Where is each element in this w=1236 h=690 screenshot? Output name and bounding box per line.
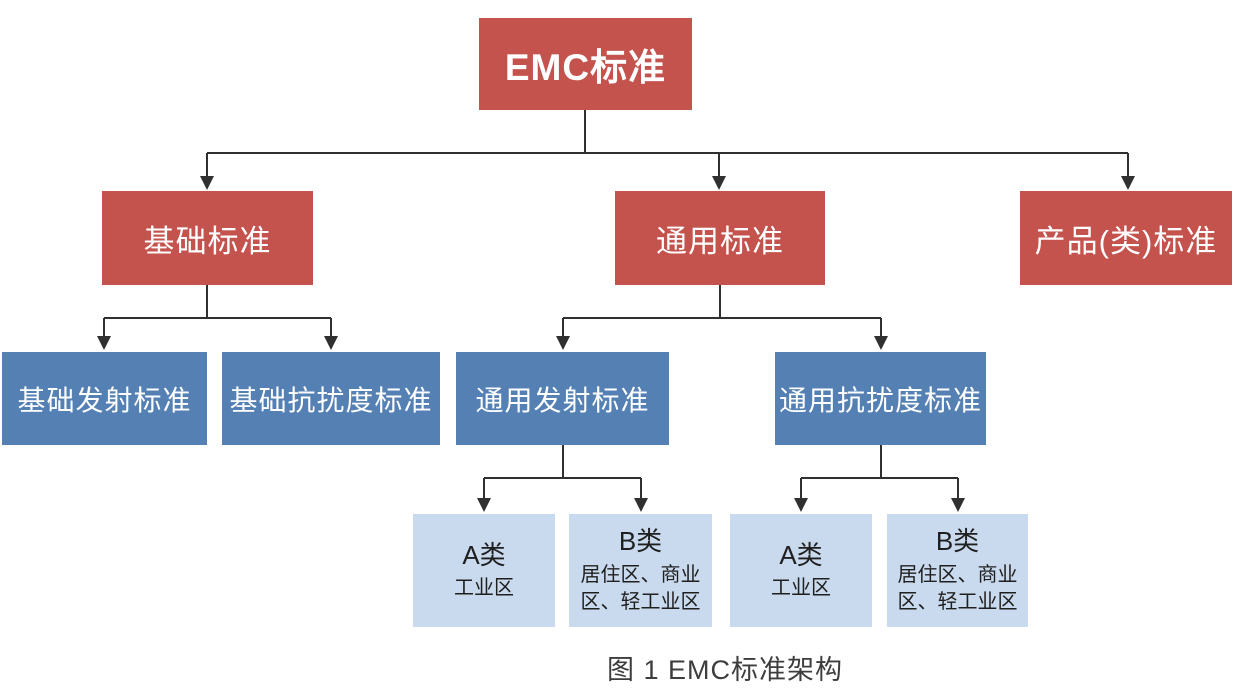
node-class-b-residential-2: B类 居住区、商业区、轻工业区 [887,514,1028,627]
node-description: 居住区、商业区、轻工业区 [580,563,701,613]
node-basic-emission-standard: 基础发射标准 [2,352,207,445]
node-title: A类 [779,539,823,570]
node-label: 基础抗扰度标准 [229,384,433,416]
node-emc-standard: EMC标准 [479,18,692,110]
node-label: 产品(类)标准 [1034,223,1218,259]
node-generic-standard: 通用标准 [615,191,825,285]
node-label: 通用发射标准 [475,384,650,416]
node-class-a-industrial-1: A类 工业区 [413,514,555,627]
node-basic-standard: 基础标准 [102,191,313,285]
node-description: 居住区、商业区、轻工业区 [897,563,1018,613]
node-title: B类 [935,526,980,557]
node-generic-immunity-standard: 通用抗扰度标准 [775,352,986,445]
node-class-a-industrial-2: A类 工业区 [730,514,872,627]
node-basic-immunity-standard: 基础抗扰度标准 [222,352,440,445]
connector-strokes [103,110,1129,500]
arrowhead-icons [97,176,1135,512]
node-label: EMC标准 [504,47,667,88]
figure-caption: 图 1 EMC标准架构 [606,655,844,685]
node-label: 基础标准 [143,223,272,259]
node-class-b-residential-1: B类 居住区、商业区、轻工业区 [569,514,712,627]
node-description: 工业区 [454,577,514,600]
node-label: 通用抗扰度标准 [778,384,982,416]
node-title: A类 [462,539,506,570]
node-description: 工业区 [771,577,831,600]
node-label: 通用标准 [656,223,784,259]
node-generic-emission-standard: 通用发射标准 [456,352,669,445]
node-label: 基础发射标准 [17,384,192,416]
node-title: B类 [618,526,663,557]
node-product-class-standard: 产品(类)标准 [1020,191,1232,285]
